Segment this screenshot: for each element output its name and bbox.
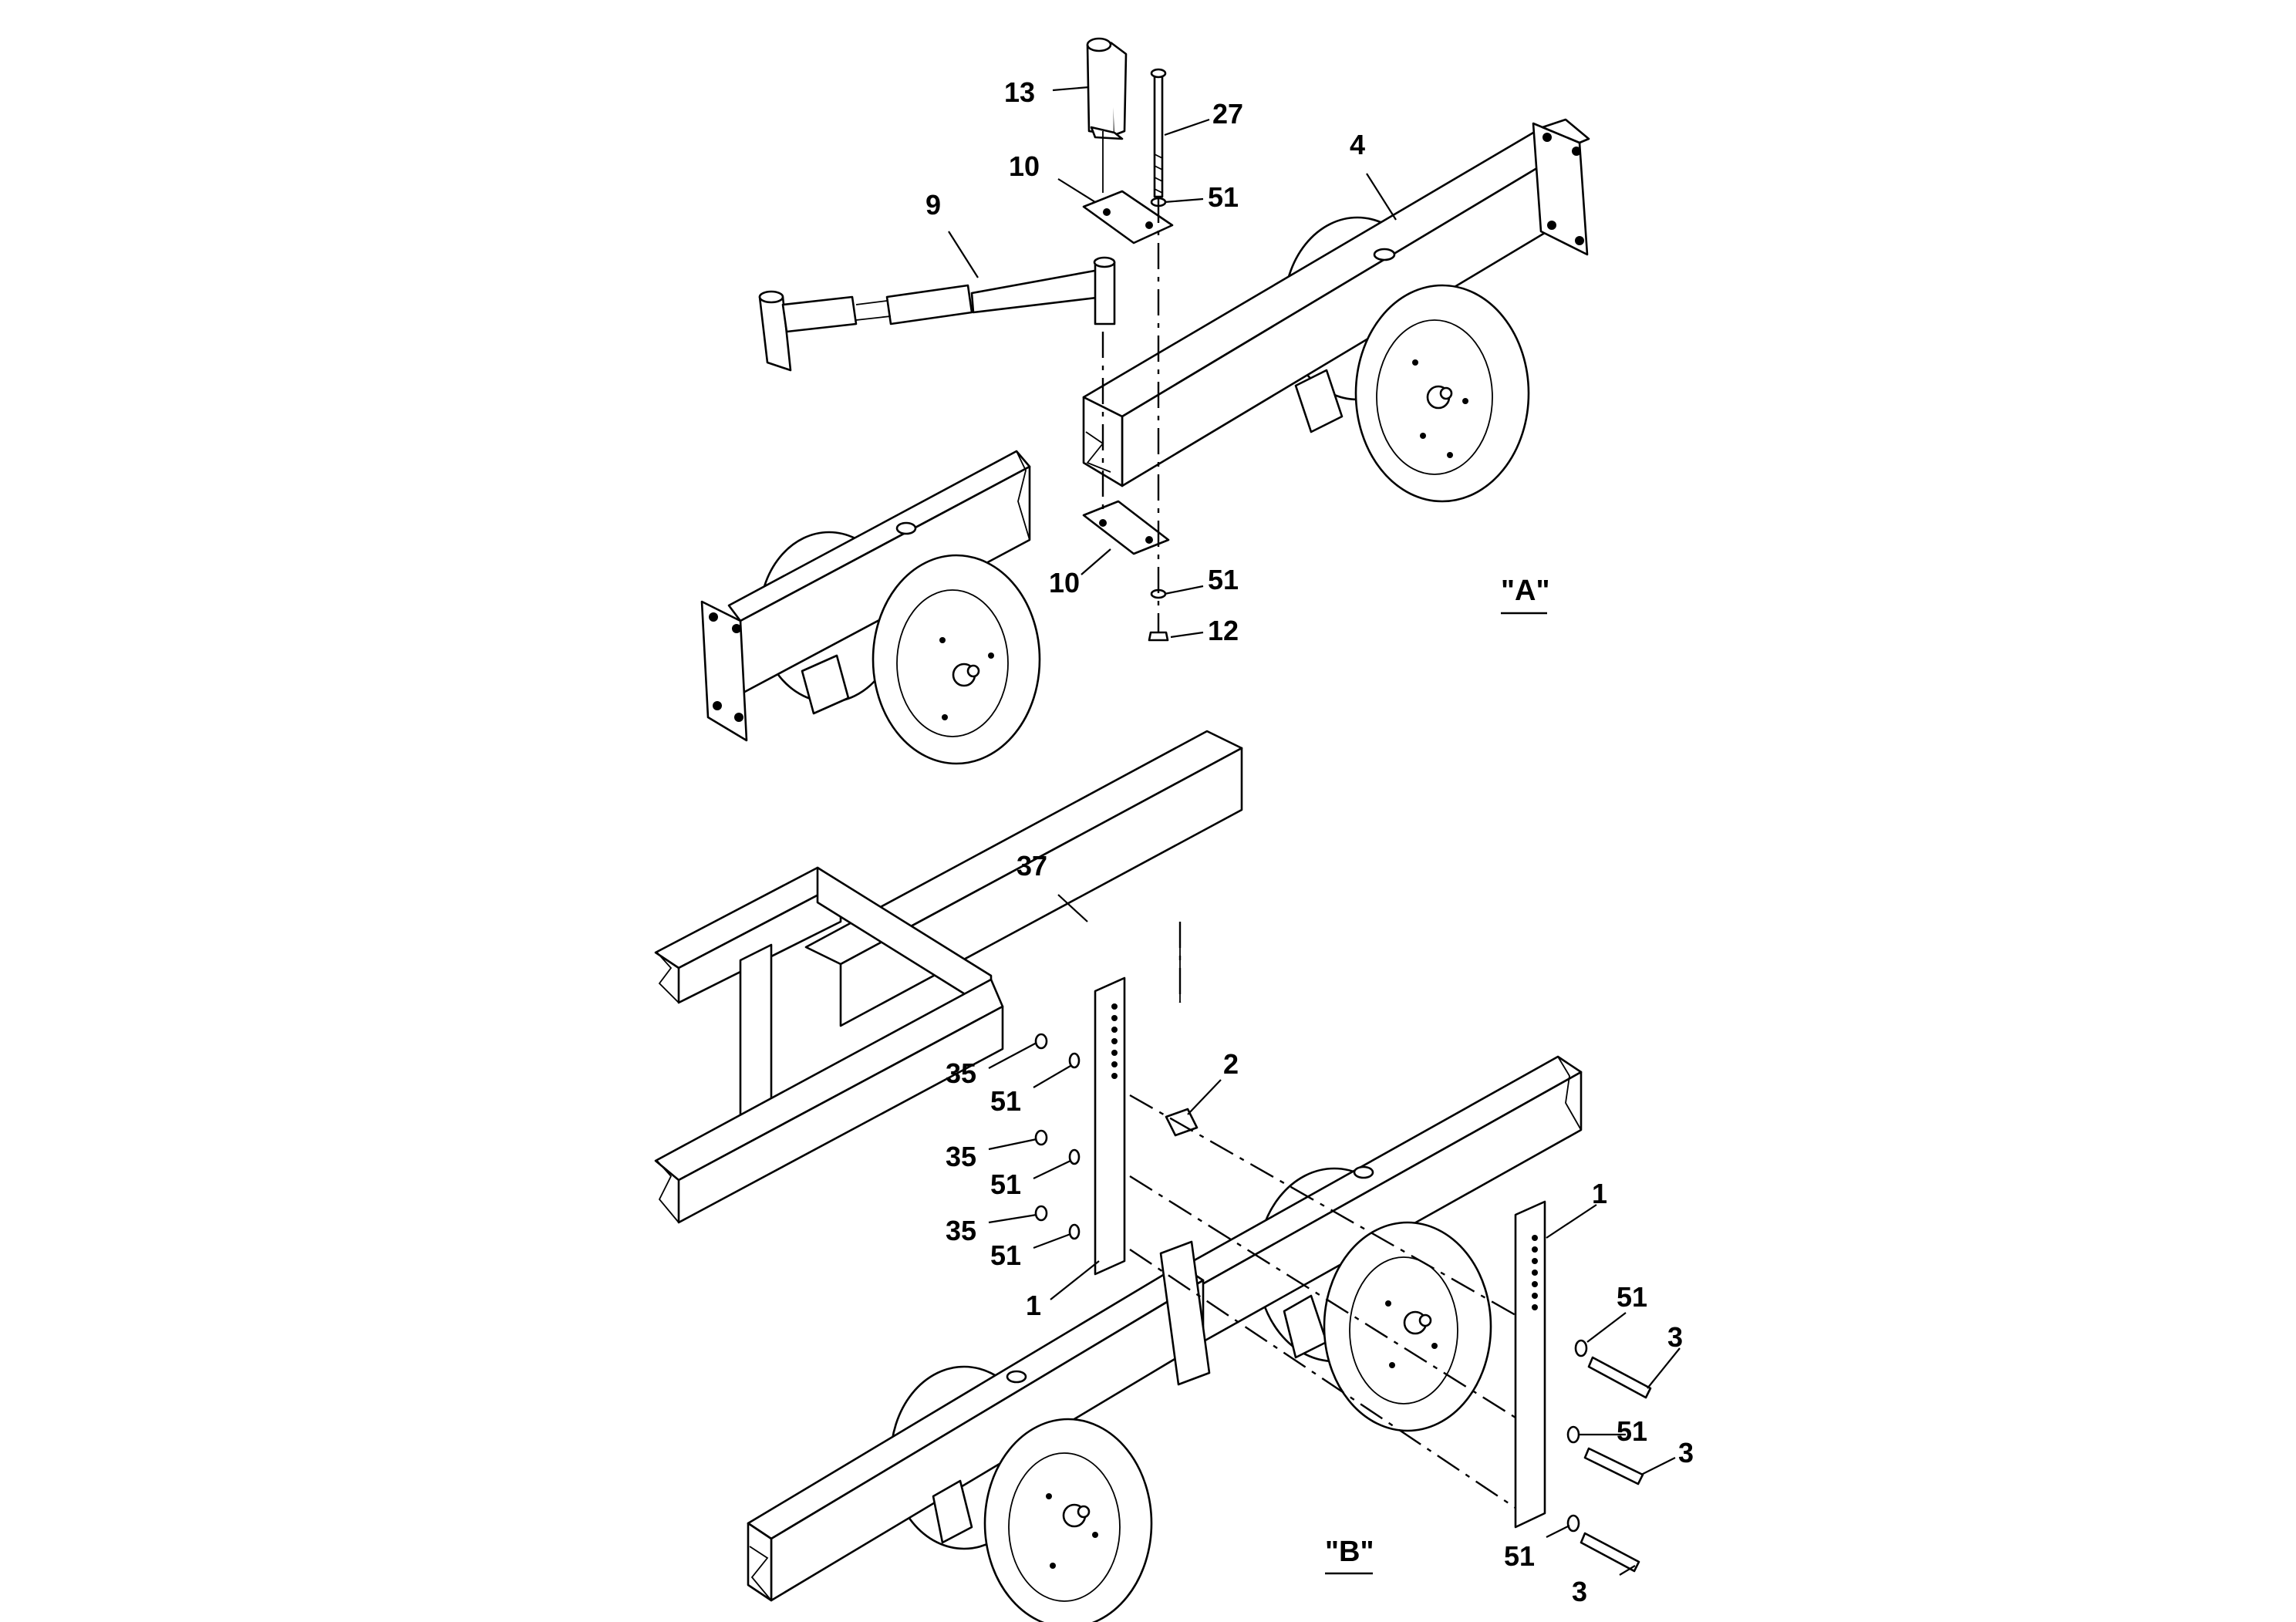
swivel-arm: [758, 256, 1116, 372]
leader-lines: [948, 86, 1681, 1576]
callout-1-right: 1: [1592, 1178, 1607, 1209]
callout-13: 13: [1004, 76, 1035, 108]
callout-51-c: 51: [990, 1239, 1021, 1271]
pin-handle: [1086, 37, 1128, 140]
callout-10-upper: 10: [1009, 150, 1040, 182]
callout-10-lower: 10: [1049, 567, 1080, 599]
callout-2: 2: [1223, 1048, 1239, 1080]
view-labels: "A" "B": [1325, 575, 1549, 1568]
callout-37: 37: [1017, 850, 1047, 882]
view-a-assembly: [700, 37, 1590, 765]
callout-1-left: 1: [1026, 1290, 1041, 1321]
callout-51-e: 51: [1617, 1415, 1647, 1447]
callout-51-d: 51: [1617, 1281, 1647, 1313]
callout-51-b: 51: [990, 1168, 1021, 1200]
callout-9: 9: [925, 189, 941, 221]
callout-27: 27: [1212, 98, 1243, 130]
crossbeam-frame: [654, 730, 1243, 1224]
nut: [1148, 631, 1169, 642]
callout-51-lower: 51: [1208, 564, 1239, 595]
axle-beam-right: [1082, 118, 1590, 503]
long-bolt: [1150, 68, 1167, 198]
callout-3-c: 3: [1572, 1576, 1587, 1607]
callout-3-b: 3: [1678, 1437, 1694, 1469]
callout-35-b: 35: [946, 1141, 976, 1172]
callout-35-c: 35: [946, 1215, 976, 1246]
plate-upper: [1082, 190, 1174, 244]
view-b-assembly: [654, 730, 1652, 1622]
callouts-view-b: 37 2 35 51 35 51 35 51 1 1 51 3 51 3 51 …: [946, 850, 1694, 1607]
callouts-view-a: 13 27 10 51 4 9 51 10 12: [925, 76, 1365, 646]
callout-51-f: 51: [1504, 1540, 1535, 1572]
view-a-label: "A": [1501, 575, 1549, 607]
callout-12: 12: [1208, 615, 1239, 646]
bolt-washer-set-right: [1566, 1339, 1652, 1573]
callout-3-a: 3: [1667, 1321, 1683, 1353]
axle-beam-left: [700, 450, 1041, 765]
view-b-label: "B": [1325, 1536, 1374, 1568]
callout-51-a: 51: [990, 1085, 1021, 1117]
axle-beam-front: [747, 1240, 1211, 1622]
nut-washer-set-left: [1034, 1033, 1081, 1240]
callout-4: 4: [1350, 129, 1365, 160]
vertical-bar-left: [1094, 976, 1126, 1276]
callout-35-a: 35: [946, 1057, 976, 1089]
vertical-bar-right: [1514, 1200, 1546, 1529]
plate-lower: [1082, 500, 1170, 555]
callout-51-upper: 51: [1208, 181, 1239, 213]
